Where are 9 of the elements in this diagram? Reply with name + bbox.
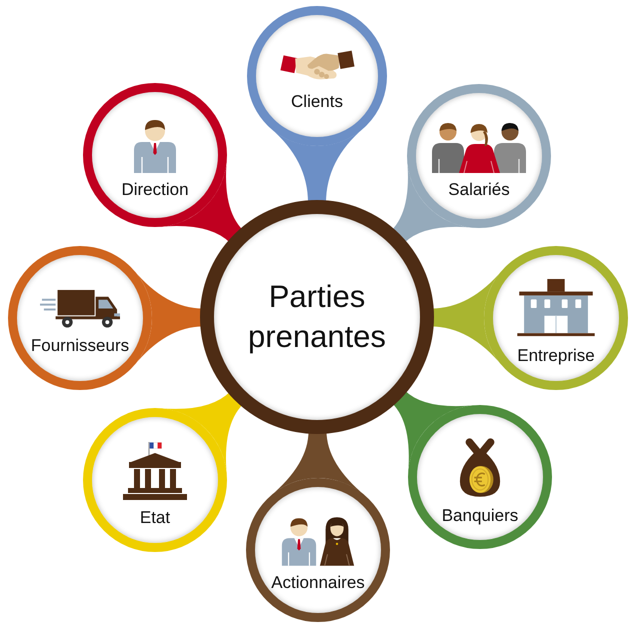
stakeholder-label: Banquiers bbox=[442, 506, 518, 526]
hub-label: Parties prenantes bbox=[247, 278, 387, 356]
stakeholder-label: Clients bbox=[291, 92, 343, 112]
stakeholder-label: Salariés bbox=[448, 180, 510, 200]
stakeholder-label: Fournisseurs bbox=[30, 336, 130, 356]
stakeholder-label: Entreprise bbox=[517, 346, 595, 366]
stakeholder-label: Actionnaires bbox=[271, 572, 365, 592]
stakeholder-label: Direction bbox=[121, 180, 189, 200]
stakeholder-label: Etat bbox=[140, 508, 170, 528]
